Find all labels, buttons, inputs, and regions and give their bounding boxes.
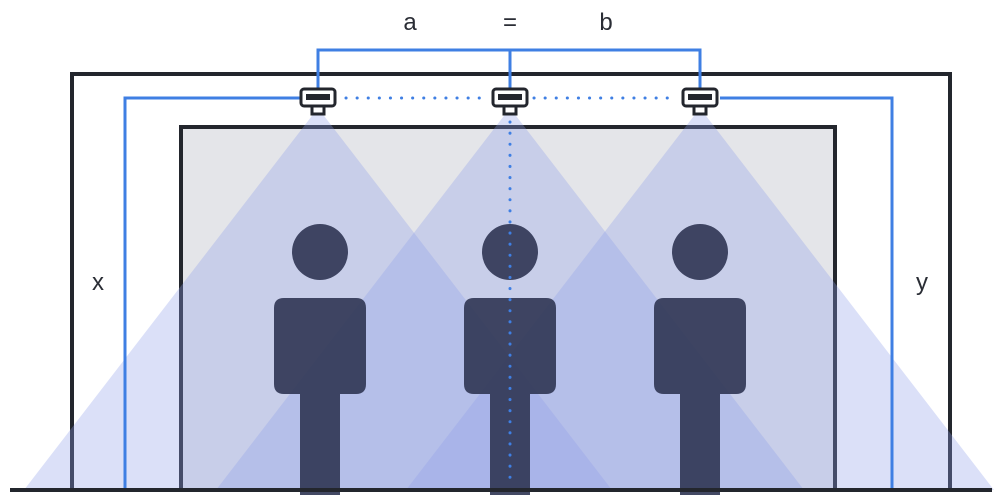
dotted-lines bbox=[344, 96, 678, 490]
label-equals: = bbox=[503, 9, 517, 36]
height-line-y bbox=[720, 96, 894, 490]
height-line-x bbox=[123, 96, 300, 490]
sensor-right-icon bbox=[681, 87, 719, 116]
sensors bbox=[299, 87, 719, 116]
sensor-left-icon bbox=[299, 87, 337, 116]
label-b: b bbox=[599, 9, 612, 36]
label-a: a bbox=[403, 9, 417, 36]
measurement-lines bbox=[123, 48, 894, 490]
label-x: x bbox=[92, 269, 104, 296]
sensor-center-icon bbox=[491, 87, 529, 116]
label-y: y bbox=[916, 269, 928, 296]
